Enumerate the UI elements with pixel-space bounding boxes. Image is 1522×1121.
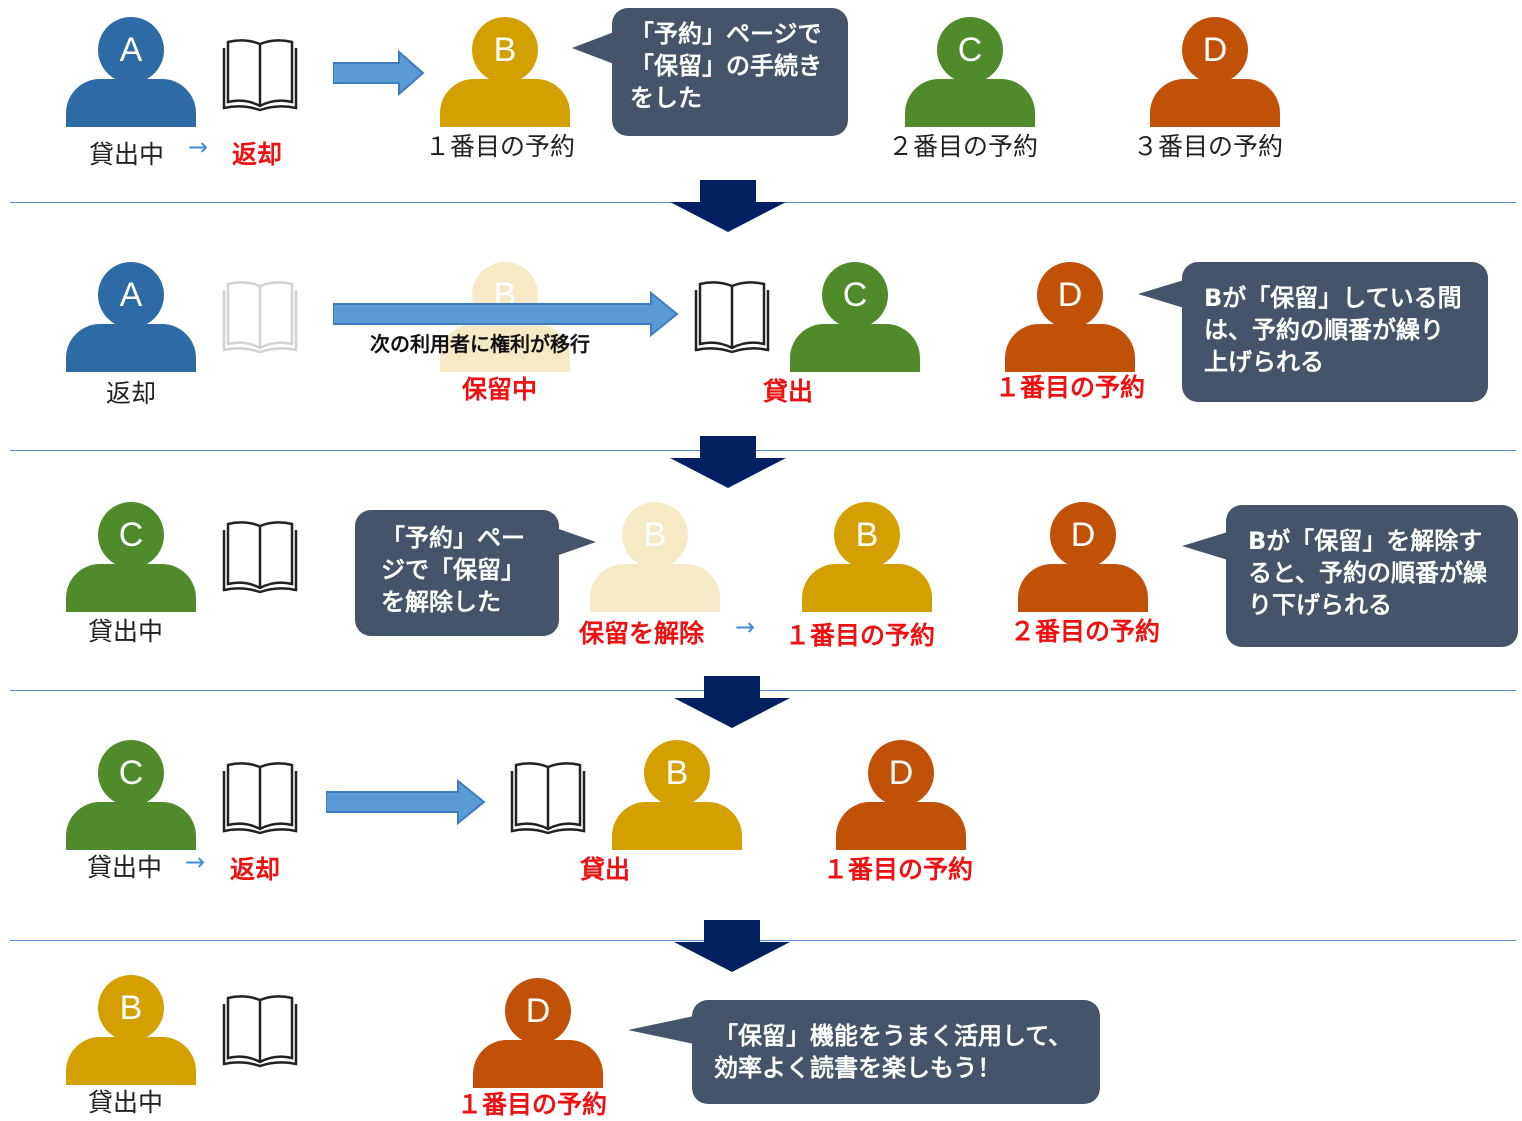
row4-d-label: １番目の予約 <box>823 855 974 884</box>
person-b: B <box>440 17 570 132</box>
arrow-right-icon: → <box>735 613 756 641</box>
row1-a-status: 貸出中 <box>89 140 165 169</box>
right-arrow <box>333 291 679 337</box>
row3-callout-left: 「予約」ページで「保留」を解除した <box>355 510 559 636</box>
person-d: D <box>1018 502 1148 617</box>
down-arrow <box>674 920 790 972</box>
row5-d-label: １番目の予約 <box>457 1090 608 1119</box>
row3-callout-right: Bが「保留」を解除すると、予約の順番が繰り下げられる <box>1226 505 1518 647</box>
person-b: B <box>590 502 720 617</box>
person-d: D <box>1005 262 1135 377</box>
book-icon <box>222 521 298 594</box>
row1-b-label: １番目の予約 <box>425 132 576 161</box>
person-b: B <box>66 975 196 1090</box>
person-c: C <box>66 502 196 617</box>
person-b: B <box>612 740 742 855</box>
row1-d-label: ３番目の予約 <box>1133 132 1284 161</box>
row3-c-label: 貸出中 <box>88 617 164 646</box>
right-arrow <box>326 779 486 825</box>
row2-d-label: １番目の予約 <box>995 373 1146 402</box>
row3-d-label: ２番目の予約 <box>1010 617 1161 646</box>
arrow-right-icon: → <box>185 848 206 876</box>
row5-b-label: 貸出中 <box>88 1088 164 1117</box>
down-arrow <box>670 436 786 488</box>
row4-c-status: 貸出中 <box>87 853 163 882</box>
row1-c-label: ２番目の予約 <box>888 132 1039 161</box>
row1-a-action: 返却 <box>232 140 283 169</box>
divider <box>10 450 1516 451</box>
person-c: C <box>905 17 1035 132</box>
row3-b-from: 保留を解除 <box>579 619 705 648</box>
down-arrow <box>670 180 786 232</box>
row3-b-to: １番目の予約 <box>785 621 936 650</box>
row2-callout: Bが「保留」している間は、予約の順番が繰り上げられる <box>1182 262 1488 402</box>
arrow-right-icon: → <box>188 133 209 161</box>
divider <box>10 940 1516 941</box>
book-icon <box>222 39 298 112</box>
row5-callout: 「保留」機能をうまく活用して、効率よく読書を楽しもう！ <box>692 1000 1100 1104</box>
person-a: A <box>66 262 196 377</box>
person-b: B <box>802 502 932 617</box>
row1-callout: 「予約」ページで「保留」の手続きをした <box>612 8 848 136</box>
row4-b-label: 貸出 <box>580 855 631 884</box>
divider <box>10 690 1516 691</box>
book-icon <box>222 281 298 354</box>
person-d: D <box>836 740 966 855</box>
person-d: D <box>473 978 603 1093</box>
person-c: C <box>790 262 920 377</box>
person-c: C <box>66 740 196 855</box>
book-icon <box>694 281 770 354</box>
row2-c-label: 貸出 <box>763 377 814 406</box>
person-a: A <box>66 17 196 132</box>
row2-arrow-label: 次の利用者に権利が移行 <box>370 332 590 356</box>
row4-c-action: 返却 <box>230 855 281 884</box>
row2-a-label: 返却 <box>106 379 157 408</box>
row2-b-label: 保留中 <box>462 375 538 404</box>
book-icon <box>222 995 298 1068</box>
person-a-initial: A <box>98 17 164 83</box>
down-arrow <box>674 676 790 728</box>
person-d: D <box>1150 17 1280 132</box>
book-icon <box>222 762 298 835</box>
right-arrow <box>333 50 425 96</box>
book-icon <box>510 762 586 835</box>
